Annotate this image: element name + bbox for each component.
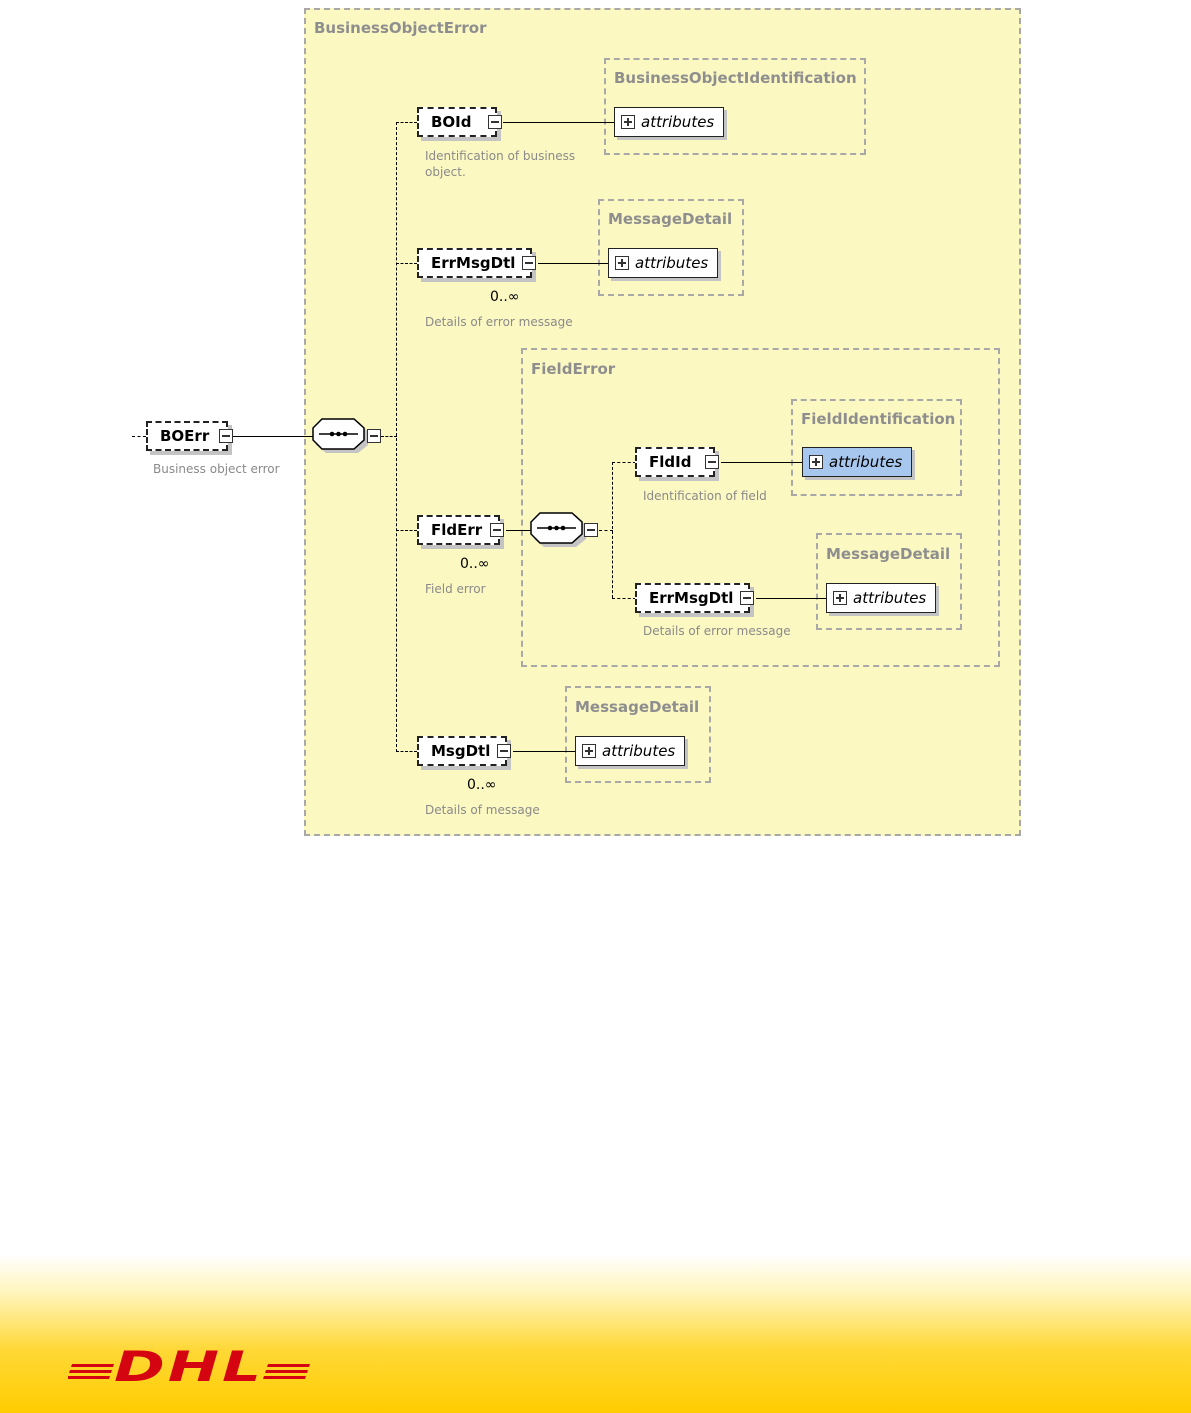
branch-boid-line xyxy=(396,122,417,123)
collapse-icon[interactable] xyxy=(490,523,504,537)
errmsgdtl-cardinality: 0..∞ xyxy=(490,289,520,305)
message-detail-type-box-1 xyxy=(598,199,744,296)
dhl-logo-text: DHL xyxy=(114,1343,264,1391)
msgdtl-description: Details of message xyxy=(425,803,540,817)
sequence-compositor-icon[interactable] xyxy=(312,418,372,456)
business-object-error-type-title: BusinessObjectError xyxy=(314,19,487,37)
branch-flderr-line xyxy=(396,530,417,531)
collapse-icon[interactable] xyxy=(522,256,536,270)
errmsgdtl-description: Details of error message xyxy=(425,315,573,329)
field-error-type-title: FieldError xyxy=(531,360,616,378)
field-identification-type-title: FieldIdentification xyxy=(801,410,956,428)
msgdtl-to-attributes-line xyxy=(513,751,576,752)
attributes-label: attributes xyxy=(641,113,715,131)
expand-icon[interactable] xyxy=(615,256,629,270)
expand-icon[interactable] xyxy=(582,744,596,758)
root-lead-line xyxy=(132,436,146,437)
boid-description-line1: Identification of business xyxy=(425,149,576,163)
attributes-label: attributes xyxy=(853,589,927,607)
sequence-collapse-icon[interactable] xyxy=(584,523,598,537)
attributes-label: attributes xyxy=(829,453,903,471)
fldid-description: Identification of field xyxy=(643,489,767,503)
business-object-identification-type-box xyxy=(604,58,866,155)
element-flderr[interactable]: FldErr xyxy=(417,515,504,549)
expand-icon[interactable] xyxy=(621,115,635,129)
root-description: Business object error xyxy=(153,462,280,476)
branch-fldid-line xyxy=(612,462,636,463)
collapse-icon[interactable] xyxy=(705,455,719,469)
inner-sequence-to-trunk-line xyxy=(599,530,613,531)
message-detail-type-title-1: MessageDetail xyxy=(608,210,733,228)
element-fldid[interactable]: FldId xyxy=(635,447,715,477)
sequence-collapse-icon[interactable] xyxy=(367,429,381,443)
expand-icon[interactable] xyxy=(833,591,847,605)
collapse-icon[interactable] xyxy=(488,115,502,129)
attributes-node[interactable]: attributes xyxy=(575,736,685,766)
business-object-identification-type-title: BusinessObjectIdentification xyxy=(614,69,857,87)
element-errmsgdtl[interactable]: ErrMsgDtl xyxy=(417,248,536,282)
element-boid[interactable]: BOId xyxy=(417,107,497,137)
dhl-logo: DHL xyxy=(68,1343,310,1391)
footer-band xyxy=(0,1255,1191,1413)
inner-errmsgdtl-description: Details of error message xyxy=(643,624,791,638)
boid-to-attributes-line xyxy=(503,122,615,123)
business-object-error-type-box xyxy=(304,8,1021,836)
sequence-to-trunk-line xyxy=(381,436,397,437)
field-error-type-box xyxy=(521,348,1000,667)
errmsgdtl-to-attributes-line xyxy=(538,263,609,264)
main-trunk-line xyxy=(396,122,397,752)
attributes-node[interactable]: attributes xyxy=(608,248,718,278)
root-element-boerr[interactable]: BOErr xyxy=(146,421,228,451)
flderr-cardinality: 0..∞ xyxy=(460,556,490,572)
message-detail-type-box-2 xyxy=(816,533,962,630)
attributes-node[interactable]: attributes xyxy=(826,583,936,613)
branch-errmsgdtl-line xyxy=(396,263,417,264)
fldid-to-attributes-line xyxy=(721,462,803,463)
sequence-compositor-icon[interactable] xyxy=(530,512,590,550)
field-identification-type-box xyxy=(791,399,962,496)
message-detail-type-box-3 xyxy=(565,686,711,783)
inner-trunk-line xyxy=(612,462,613,598)
collapse-icon[interactable] xyxy=(497,744,511,758)
inner-errmsgdtl-to-attributes-line xyxy=(756,598,827,599)
attributes-node-selected[interactable]: attributes xyxy=(802,447,912,477)
msgdtl-cardinality: 0..∞ xyxy=(467,777,497,793)
root-to-sequence-line xyxy=(233,436,315,437)
boid-description-line2: object. xyxy=(425,165,466,179)
attributes-label: attributes xyxy=(602,742,676,760)
expand-icon[interactable] xyxy=(809,455,823,469)
flderr-to-sequence-line xyxy=(506,530,533,531)
branch-inner-errmsgdtl-line xyxy=(612,598,636,599)
element-inner-errmsgdtl[interactable]: ErrMsgDtl xyxy=(635,583,750,613)
branch-msgdtl-line xyxy=(396,751,417,752)
collapse-icon[interactable] xyxy=(219,429,233,443)
flderr-description: Field error xyxy=(425,582,486,596)
message-detail-type-title-2: MessageDetail xyxy=(826,545,951,563)
element-msgdtl[interactable]: MsgDtl xyxy=(417,736,511,770)
attributes-node[interactable]: attributes xyxy=(614,107,724,137)
collapse-icon[interactable] xyxy=(740,591,754,605)
message-detail-type-title-3: MessageDetail xyxy=(575,698,700,716)
attributes-label: attributes xyxy=(635,254,709,272)
